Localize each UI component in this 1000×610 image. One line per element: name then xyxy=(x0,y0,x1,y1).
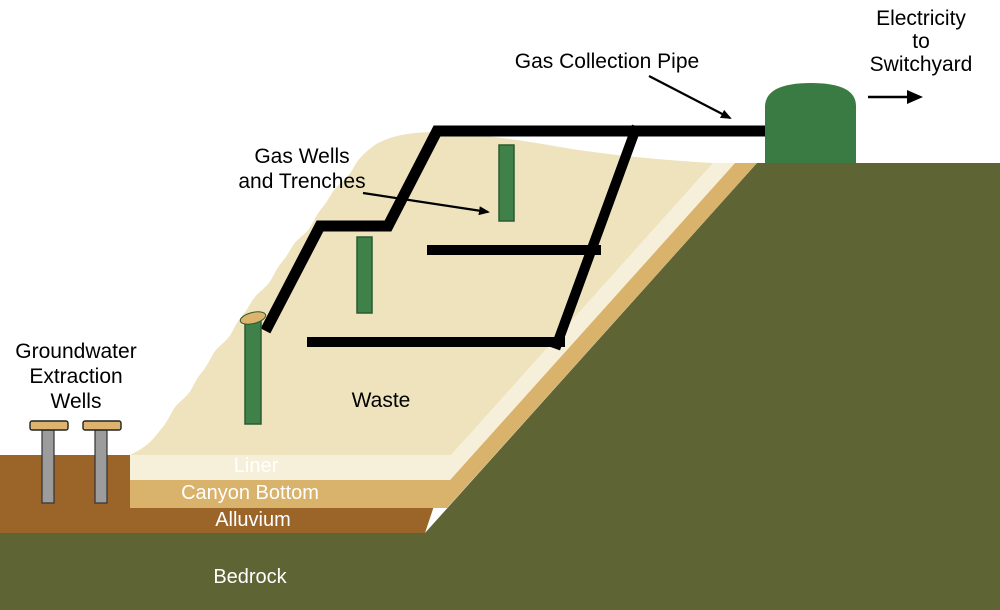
gas-well-3 xyxy=(498,144,515,222)
gas-well-1 xyxy=(244,317,262,425)
label-gas-wells-line2: and Trenches xyxy=(238,170,365,193)
arrow-gas-wells xyxy=(362,191,490,216)
label-bedrock: Bedrock xyxy=(213,566,287,588)
label-gas-collection-pipe: Gas Collection Pipe xyxy=(515,50,699,73)
waste-mound-shape xyxy=(130,132,713,455)
arrow-gas-collection-pipe xyxy=(648,75,732,119)
groundwater-well-2-cap xyxy=(82,420,122,431)
groundwater-well-2-shaft xyxy=(94,429,108,504)
label-canyon-bottom-line2: Alluvium xyxy=(215,509,291,531)
groundwater-well-1-shaft xyxy=(41,429,55,504)
label-groundwater-line3: Wells xyxy=(51,390,102,413)
groundwater-well-1-cap xyxy=(29,420,69,431)
label-waste: Waste xyxy=(352,389,411,412)
label-electricity-line3: Switchyard xyxy=(870,53,973,76)
label-canyon-bottom-line1: Canyon Bottom xyxy=(181,482,319,504)
gas-well-1-cap xyxy=(239,311,267,325)
gas-pipe-branch-diagonal xyxy=(550,124,642,351)
label-electricity-line1: Electricity xyxy=(876,7,966,30)
label-groundwater-line2: Extraction xyxy=(29,365,122,388)
label-electricity-line2: to xyxy=(912,30,930,53)
label-gas-wells-line1: Gas Wells xyxy=(254,145,349,168)
label-groundwater-line1: Groundwater xyxy=(15,340,136,363)
bedrock-hill-shape xyxy=(0,163,1000,610)
power-plant-tank xyxy=(765,83,856,163)
label-liner: Liner xyxy=(234,455,279,477)
gas-well-2 xyxy=(356,236,373,314)
gas-collection-pipe-main xyxy=(260,125,772,334)
